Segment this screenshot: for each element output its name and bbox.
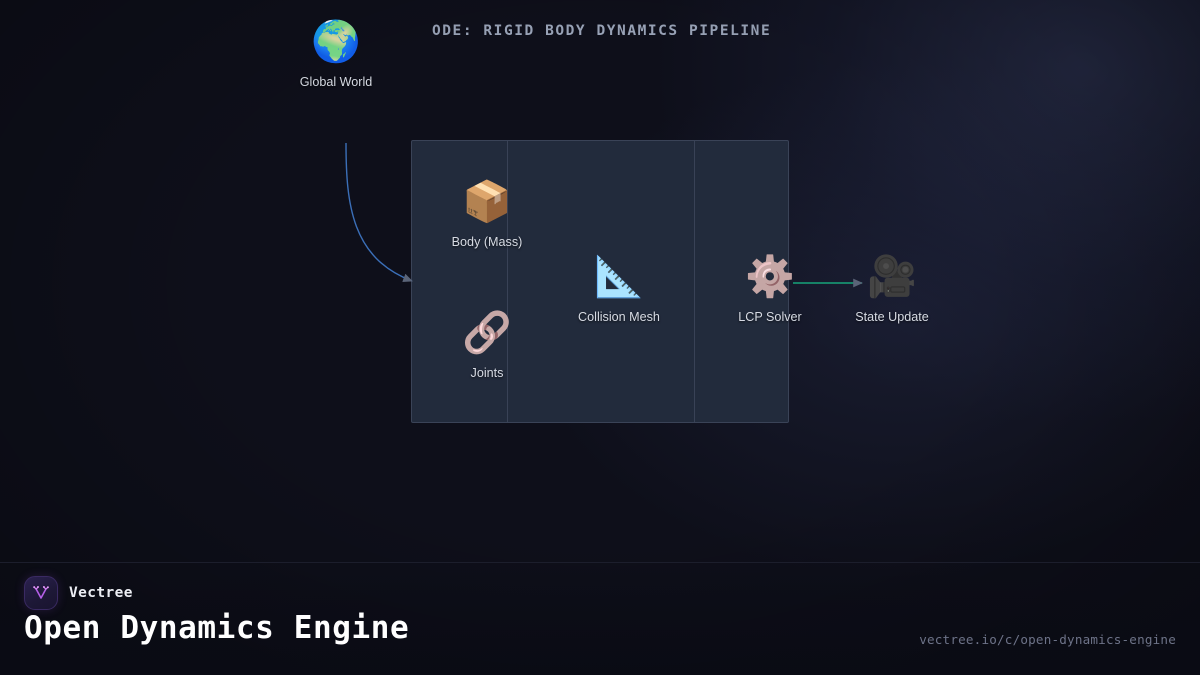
panel-column-divider-2	[694, 141, 695, 422]
node-global-world[interactable]: 🌍 Global World	[276, 18, 396, 89]
node-state-update[interactable]: 🎥 State Update	[832, 253, 952, 324]
node-label-global-world: Global World	[299, 75, 373, 89]
movie-camera-icon: 🎥	[867, 254, 917, 300]
vectree-v-tree-logo-icon	[24, 576, 58, 610]
node-body-mass[interactable]: 📦 Body (Mass)	[427, 178, 547, 249]
globe-icon: 🌍	[311, 19, 361, 65]
gear-icon: ⚙️	[745, 254, 795, 300]
node-label-collision-mesh: Collision Mesh	[578, 310, 660, 324]
chain-link-icon: 🔗	[462, 310, 512, 356]
page-title: Open Dynamics Engine	[24, 610, 410, 646]
triangular-ruler-icon: 📐	[594, 254, 644, 300]
node-collision-mesh[interactable]: 📐 Collision Mesh	[559, 253, 679, 324]
panel-column-divider-1	[507, 141, 508, 422]
package-box-icon: 📦	[462, 179, 512, 225]
footer-bar: Vectree Open Dynamics Engine vectree.io/…	[0, 562, 1200, 675]
node-label-body-mass: Body (Mass)	[451, 235, 523, 249]
diagram-title: ODE: RIGID BODY DYNAMICS PIPELINE	[432, 23, 772, 39]
brand-name: Vectree	[69, 585, 133, 601]
node-joints[interactable]: 🔗 Joints	[427, 309, 547, 380]
node-lcp-solver[interactable]: ⚙️ LCP Solver	[710, 253, 830, 324]
edge-global-world-to-stage	[345, 142, 413, 282]
node-label-lcp-solver: LCP Solver	[738, 310, 802, 324]
node-label-joints: Joints	[470, 366, 504, 380]
brand-row[interactable]: Vectree	[24, 576, 133, 610]
node-label-state-update: State Update	[855, 310, 929, 324]
footer-url: vectree.io/c/open-dynamics-engine	[919, 632, 1176, 647]
rigid-body-stage-group-panel[interactable]	[411, 140, 789, 423]
